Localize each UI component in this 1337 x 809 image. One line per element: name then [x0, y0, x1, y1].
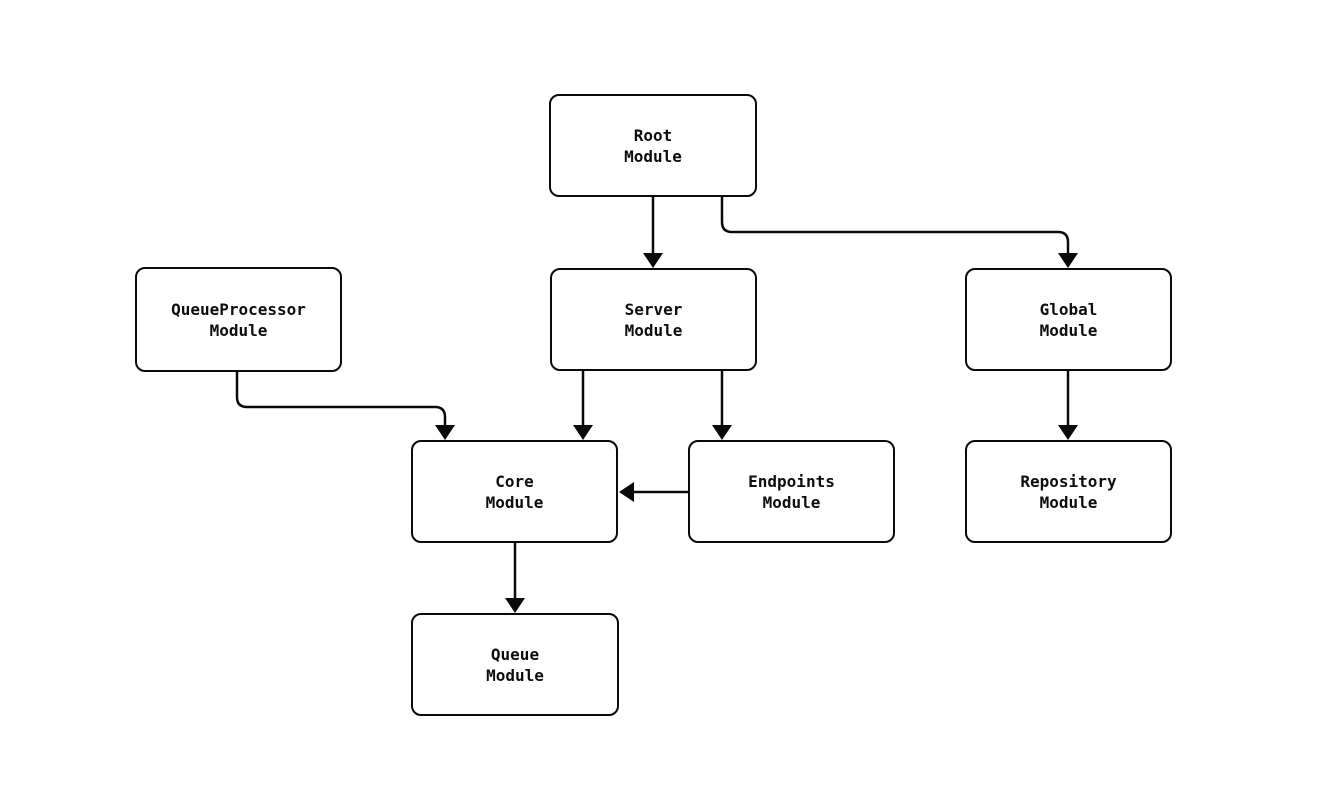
node-endpoints-module: Endpoints Module [688, 440, 895, 543]
node-repository-module: Repository Module [965, 440, 1172, 543]
edge-root-to-global [720, 197, 1078, 268]
node-server-module: Server Module [550, 268, 757, 371]
node-core-module: Core Module [411, 440, 618, 543]
node-queue-module: Queue Module [411, 613, 619, 716]
node-root-module: Root Module [549, 94, 757, 197]
edge-queueprocessor-to-core [235, 372, 455, 440]
node-queueprocessor-module: QueueProcessor Module [135, 267, 342, 372]
node-global-module: Global Module [965, 268, 1172, 371]
